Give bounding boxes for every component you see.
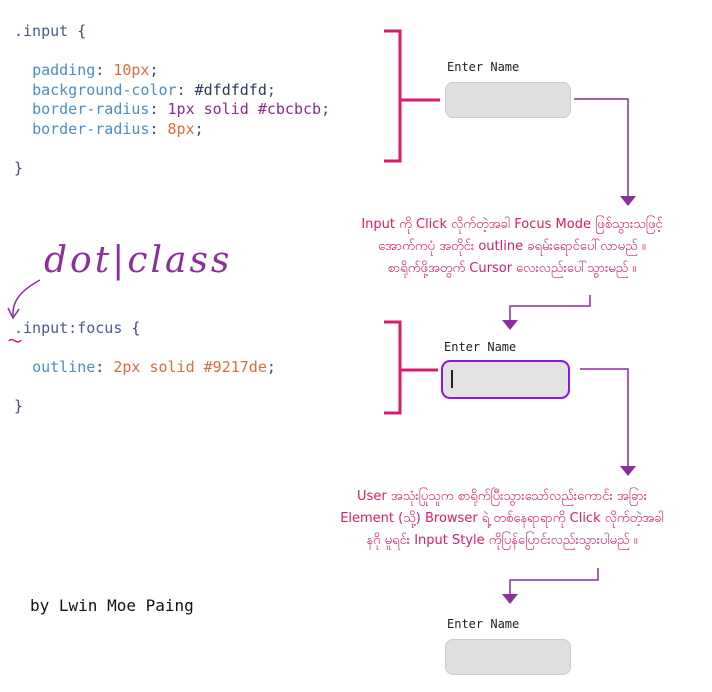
css-prop: padding [32, 61, 96, 79]
css-selector: .input [14, 22, 69, 40]
handwritten-arrow-head [7, 307, 20, 320]
code-block-input: .input { padding: 10px; background-color… [14, 22, 331, 177]
brace-close: } [14, 158, 24, 177]
brace-open: { [131, 319, 141, 337]
css-value: 1px solid #cbcbcb [167, 100, 322, 118]
handwritten-underline [8, 338, 22, 343]
field-label: Enter Name [447, 60, 520, 74]
css-prop: border-radius [32, 119, 150, 138]
note-line: Element (သို့) Browser ရဲ့ တစ်နေရာရာကို … [340, 511, 664, 526]
brace-open: { [77, 22, 87, 40]
author-credit: by Lwin Moe Paing [30, 596, 194, 615]
flow-arrow-1-head [620, 196, 636, 206]
code-block-input-focus: .input:focus { outline: 2px solid #9217d… [14, 319, 276, 415]
css-value: 10px [113, 61, 150, 79]
note-line: နဂို မူရင်း Input Style ကိုပြန်ပြောင်းလည… [366, 533, 638, 548]
flow-arrow-1 [574, 98, 629, 196]
flow-arrow-4-head [502, 594, 518, 604]
name-input-restored[interactable] [445, 639, 571, 675]
handwritten-note-text: dot|class [44, 240, 232, 281]
css-prop: outline [32, 358, 96, 376]
css-prop: background-color [32, 80, 177, 99]
note-blur-explanation: User အသုံးပြုသူက စာရိုက်ပြီးသွားသော်လည်း… [296, 486, 708, 552]
note-line: Input ကို Click လိုက်တဲ့အခါ Focus Mode ဖ… [361, 217, 663, 232]
name-input-focused[interactable] [441, 360, 570, 399]
note-focus-explanation: Input ကို Click လိုက်တဲ့အခါ Focus Mode ဖ… [318, 214, 706, 280]
note-line: User အသုံးပြုသူက စာရိုက်ပြီးသွားသော်လည်း… [357, 489, 647, 504]
flow-arrow-4 [509, 568, 599, 594]
field-label: Enter Name [447, 617, 520, 631]
bracket-1 [384, 29, 402, 163]
field-label: Enter Name [444, 340, 517, 354]
bracket-2 [384, 320, 402, 415]
css-prop: border-radius [32, 100, 150, 118]
brace-close: } [14, 397, 24, 415]
flow-arrow-3-head [620, 466, 636, 476]
css-selector: .input:focus [14, 319, 123, 337]
flow-arrow-3 [580, 368, 629, 466]
text-cursor [451, 370, 453, 388]
css-value: #dfdfdfd [194, 80, 267, 99]
flow-arrow-2 [509, 295, 591, 320]
flow-arrow-2-head [502, 320, 518, 330]
handwritten-arrow [12, 279, 41, 317]
note-line: စာရိုက်ဖို့အတွက် Cursor လေးလည်းပေါ်သွားမ… [387, 261, 637, 276]
css-value: 2px solid #9217de [113, 358, 267, 376]
name-input-default[interactable] [445, 82, 571, 118]
css-value: 8px [167, 119, 195, 138]
note-line: အောက်ကပုံ အတိုင်း outline ခရမ်းရောင်ပေါ်… [378, 239, 646, 254]
